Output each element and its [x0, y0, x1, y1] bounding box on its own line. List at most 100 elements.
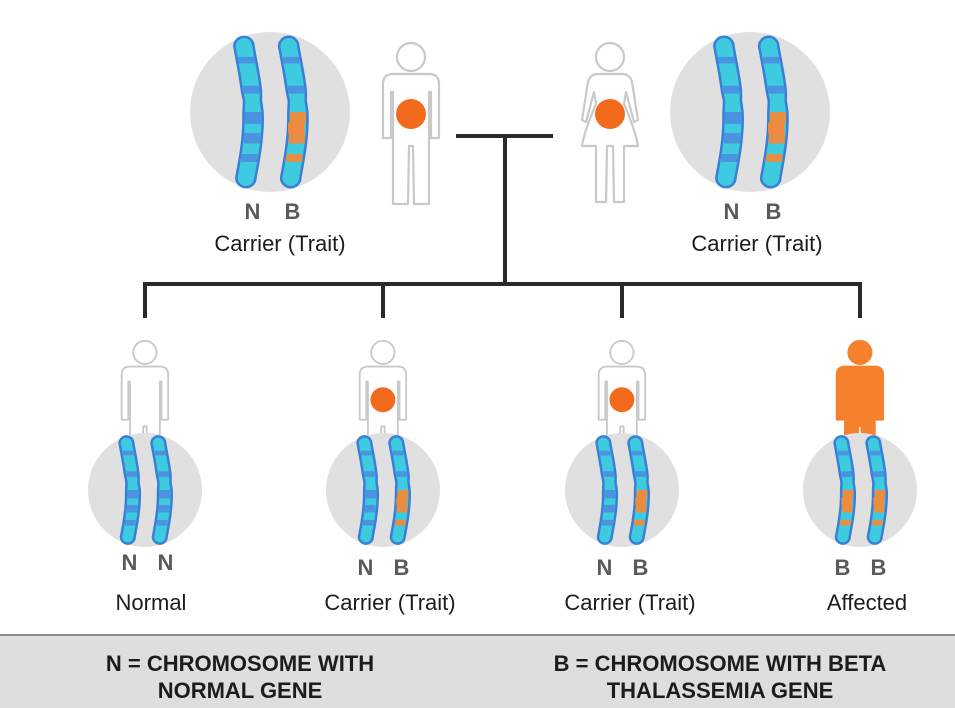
child-4-cell — [803, 433, 917, 547]
chromosome-right — [388, 435, 411, 545]
child-1-cell — [88, 433, 202, 547]
chromosome-left — [233, 35, 264, 189]
chromosome-left — [833, 435, 857, 545]
band — [360, 450, 372, 456]
band — [364, 471, 376, 477]
band — [869, 450, 881, 456]
chromosome-right — [277, 35, 309, 189]
band — [842, 490, 854, 499]
child-2-allele-left: N — [357, 555, 375, 580]
band — [636, 490, 648, 499]
band — [122, 450, 134, 456]
band — [126, 471, 138, 477]
band — [873, 471, 884, 477]
band — [602, 519, 613, 526]
band — [635, 471, 646, 477]
band — [604, 490, 616, 499]
band — [718, 56, 735, 64]
band — [874, 490, 886, 499]
band — [873, 504, 885, 513]
child-2-label: Carrier (Trait) — [324, 590, 456, 615]
band — [635, 504, 647, 513]
child-1-allele-right: N — [157, 550, 175, 575]
band — [840, 519, 851, 526]
band — [365, 490, 377, 499]
band — [841, 504, 853, 513]
chromosome-right — [865, 435, 888, 545]
band — [721, 153, 738, 162]
band — [631, 450, 643, 456]
band — [768, 122, 785, 133]
band — [723, 85, 740, 94]
band — [768, 132, 785, 144]
band — [396, 504, 408, 513]
parent-2-allele-left: N — [723, 199, 741, 224]
head-shape — [847, 339, 873, 365]
band — [633, 519, 645, 526]
band — [127, 490, 139, 499]
carrier-marker — [609, 387, 635, 413]
chromosome-left — [356, 435, 380, 545]
band — [841, 471, 853, 477]
band — [238, 56, 255, 64]
band — [289, 112, 307, 124]
body-shape — [580, 72, 640, 204]
child-2-cell — [326, 433, 440, 547]
chromosome-left — [118, 435, 142, 545]
child-1-label: Normal — [115, 590, 187, 615]
band — [603, 471, 615, 477]
band — [599, 450, 611, 456]
band — [245, 112, 262, 124]
cell-circle — [803, 433, 917, 547]
chromosome-right — [757, 35, 789, 189]
band — [725, 112, 742, 124]
band — [635, 497, 646, 505]
band — [768, 85, 785, 94]
body-shape — [381, 72, 441, 206]
child-2-allele-right: B — [393, 555, 411, 580]
band — [288, 85, 305, 94]
band — [397, 490, 409, 499]
band — [125, 519, 136, 526]
cell-circle — [88, 433, 202, 547]
parent-2-figure — [580, 41, 640, 204]
cell-circle — [670, 32, 830, 192]
band — [283, 56, 300, 64]
band — [769, 112, 787, 124]
child-1-allele-left: N — [121, 550, 139, 575]
parent-1-figure — [381, 41, 441, 206]
band — [392, 450, 404, 456]
chromosome-right — [627, 435, 650, 545]
band — [156, 519, 168, 526]
band — [837, 450, 849, 456]
carrier-marker — [396, 99, 426, 129]
parent-1-allele-left: N — [244, 199, 262, 224]
cell-circle — [190, 32, 350, 192]
head-shape — [594, 41, 626, 73]
band — [158, 504, 170, 513]
band — [363, 519, 374, 526]
band — [763, 56, 780, 64]
cell-circle — [565, 433, 679, 547]
head-shape — [395, 41, 427, 73]
band — [159, 490, 171, 499]
chromosome-right — [150, 435, 173, 545]
parent-2-cell — [670, 32, 830, 192]
child-3-allele-right: B — [632, 555, 650, 580]
cell-circle — [326, 433, 440, 547]
child-3-allele-left: N — [596, 555, 614, 580]
band — [126, 504, 138, 513]
parent-2-allele-right: B — [765, 199, 783, 224]
legend-bar: N = CHROMOSOME WITH NORMAL GENE B = CHRO… — [0, 634, 955, 708]
band — [158, 471, 169, 477]
band — [394, 519, 406, 526]
chromosome-cells — [88, 32, 917, 547]
child-4-allele-right: B — [870, 555, 888, 580]
child-4-allele-left: B — [834, 555, 852, 580]
chromosome-left — [595, 435, 619, 545]
band — [396, 497, 407, 505]
band — [396, 471, 407, 477]
child-4-label: Affected — [826, 590, 908, 615]
band — [241, 153, 258, 162]
